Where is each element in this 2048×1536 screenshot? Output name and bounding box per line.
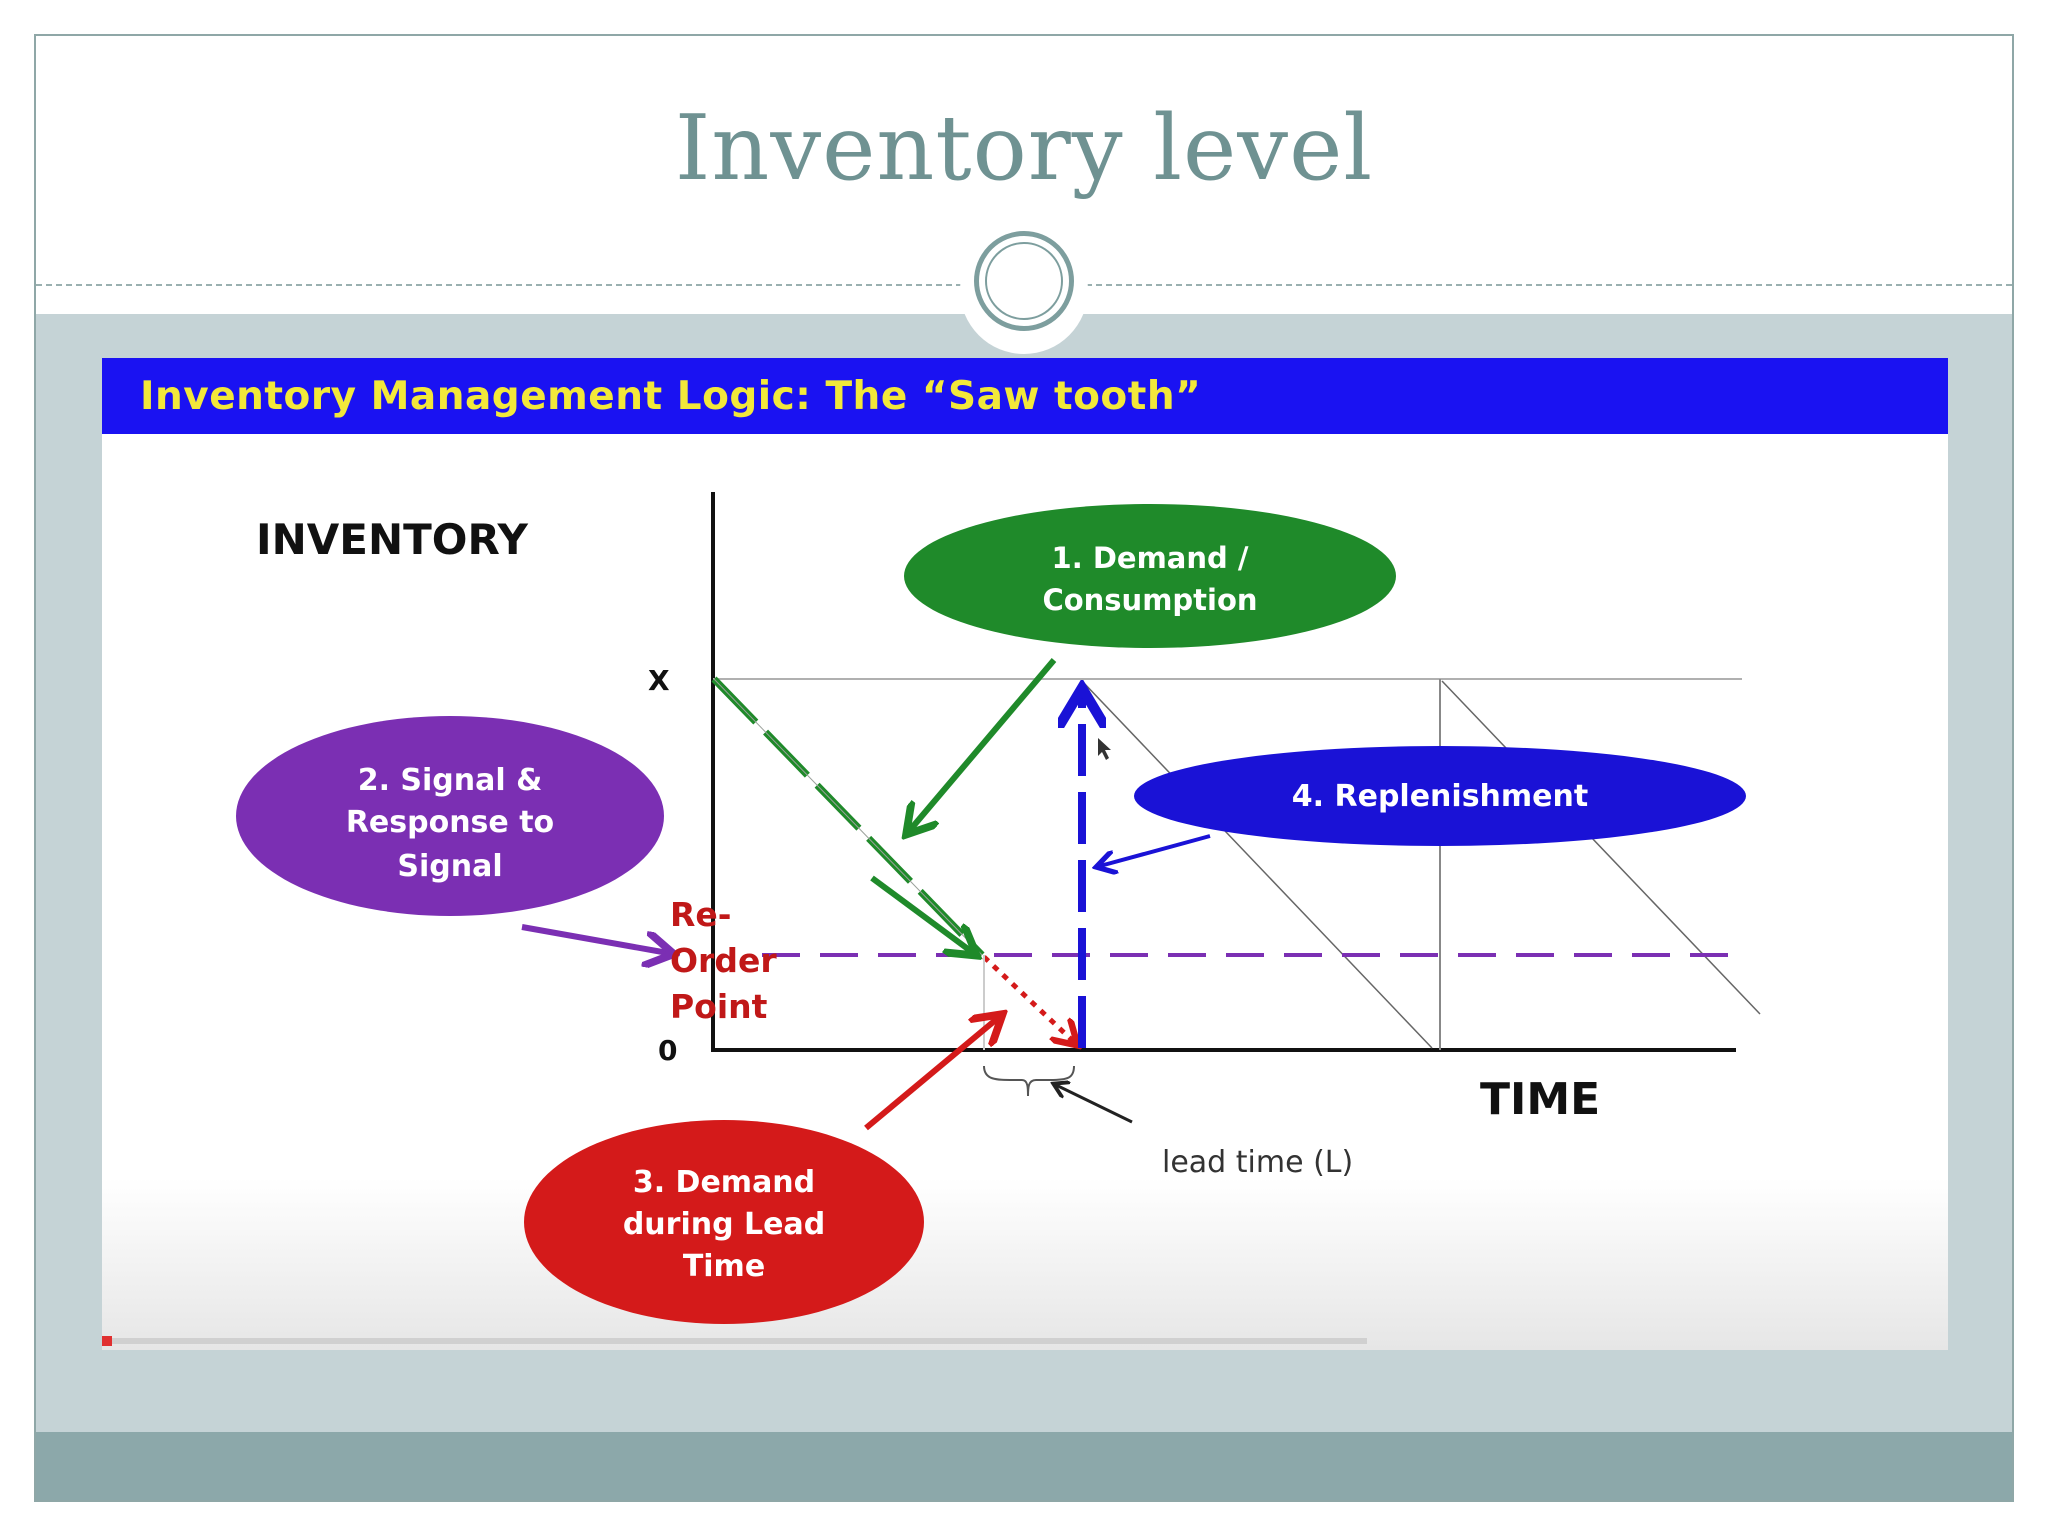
divider-ring-icon <box>974 231 1074 331</box>
signal-callout-line-2: Response to <box>346 805 554 840</box>
embedded-slide: Inventory Management Logic: The “Saw too… <box>102 358 1948 1350</box>
x-axis-label: TIME <box>1480 1074 1600 1125</box>
signal-callout-line-1: 2. Signal & <box>358 763 543 798</box>
demand-callout <box>904 504 1396 648</box>
lead-demand-line <box>982 955 1074 1042</box>
video-progress-indicator <box>102 1336 112 1346</box>
lead-demand-arrow <box>864 1018 998 1131</box>
signal-callout <box>236 716 664 916</box>
lead-demand-callout-line-3: Time <box>683 1249 765 1284</box>
embedded-slide-header: Inventory Management Logic: The “Saw too… <box>102 358 1948 434</box>
lead-demand-callout-line-2: during Lead <box>623 1207 825 1242</box>
replenishment-callout-line-1: 4. Replenishment <box>1292 779 1588 814</box>
y-axis-label: INVENTORY <box>256 515 529 564</box>
sawtooth-diagram: INVENTORY TIME X 0 Re- Order Point lead … <box>236 492 1761 1324</box>
reorder-point-label-3: Point <box>670 987 768 1026</box>
footer-band <box>36 1432 2012 1500</box>
lead-demand-callout-line-1: 3. Demand <box>633 1165 815 1200</box>
slide-title: Inventory level <box>674 96 1374 201</box>
demand-arrow-2 <box>870 875 972 952</box>
replenishment-callout <box>1134 746 1746 846</box>
replenishment-arrow <box>1100 834 1211 866</box>
lead-time-label: lead time (L) <box>1162 1145 1353 1180</box>
slide-bottom-fade <box>102 1178 1948 1350</box>
lead-demand-callout <box>524 1120 924 1324</box>
y-zero-label: 0 <box>658 1034 677 1067</box>
demand-callout-line-1: 1. Demand / <box>1052 541 1249 575</box>
lead-time-brace <box>983 1065 1075 1097</box>
y-max-label: X <box>648 664 670 697</box>
embedded-slide-heading: Inventory Management Logic: The “Saw too… <box>140 374 1202 419</box>
demand-callout-line-2: Consumption <box>1042 583 1257 617</box>
reorder-point-label-2: Order <box>670 941 777 980</box>
signal-callout-line-3: Signal <box>397 849 502 884</box>
demand-line-thin <box>713 678 983 956</box>
video-progress-bar <box>102 1338 1367 1344</box>
demand-arrow <box>910 658 1057 830</box>
signal-arrow <box>521 924 668 953</box>
cursor-icon <box>1098 738 1111 760</box>
cycle-3-drop <box>1441 680 1761 1015</box>
cycle-2-drop <box>1081 680 1433 1049</box>
lead-time-arrow <box>1056 1085 1133 1124</box>
reorder-point-label-1: Re- <box>670 895 732 934</box>
